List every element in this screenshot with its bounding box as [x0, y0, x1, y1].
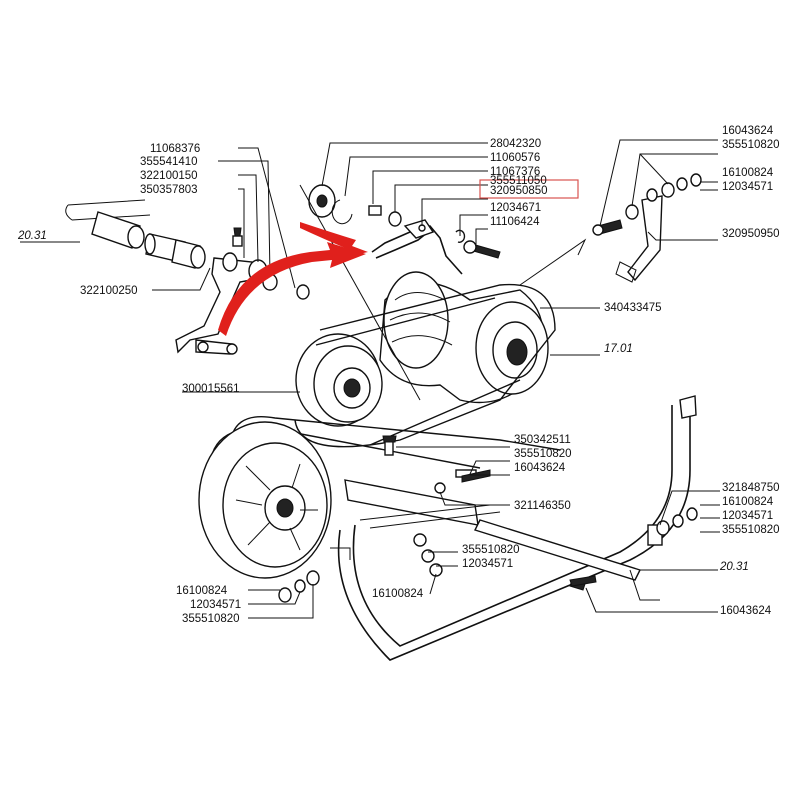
label-300015561[interactable]: 300015561: [182, 383, 240, 395]
label-355541410[interactable]: 355541410: [140, 156, 198, 168]
highlight-box: [479, 179, 579, 199]
label-16100824-right[interactable]: 16100824: [722, 496, 774, 508]
tension-wire: [299, 184, 421, 401]
label-12034671[interactable]: 12034671: [490, 202, 541, 214]
label-17-01[interactable]: 17.01: [604, 343, 633, 355]
support-plate-321146350: [344, 435, 479, 526]
screw-16043624-a: [461, 469, 491, 483]
label-12034571-right[interactable]: 12034571: [722, 510, 773, 522]
bushing-322100250: [144, 233, 206, 269]
label-20-31-left[interactable]: 20.31: [17, 230, 47, 242]
label-355510820-left[interactable]: 355510820: [182, 613, 240, 625]
label-322100250[interactable]: 322100250: [80, 285, 138, 297]
label-322100150[interactable]: 322100150: [140, 170, 198, 182]
label-16043624-mid[interactable]: 16043624: [514, 462, 566, 474]
lever-bracket: [175, 227, 268, 355]
label-355511050[interactable]: 355511050: [490, 175, 547, 187]
label-321146350[interactable]: 321146350: [514, 500, 571, 512]
label-16100824-top[interactable]: 16100824: [722, 167, 774, 179]
label-16043624-top[interactable]: 16043624: [722, 125, 774, 137]
label-16043624-bottom[interactable]: 16043624: [720, 605, 772, 617]
label-321848750[interactable]: 321848750: [722, 482, 780, 494]
bearing-28042320: [308, 184, 402, 227]
belt-guard-frame: [330, 395, 697, 661]
label-11106424[interactable]: 11106424: [490, 216, 540, 228]
washers-lower-middle: [413, 533, 443, 577]
leader-lines: [20, 139, 720, 619]
left-shaft: [65, 199, 151, 249]
label-12034571-lowmid[interactable]: 12034571: [462, 558, 513, 570]
label-320950850[interactable]: 320950850: [490, 185, 548, 197]
circlip-1: [296, 284, 310, 300]
label-11060576[interactable]: 11060576: [490, 152, 540, 164]
label-355510820-right[interactable]: 355510820: [722, 524, 780, 536]
drive-pulley: [198, 421, 332, 579]
screw-16043624-b: [569, 575, 597, 587]
double-pulley-340433475: [379, 271, 549, 404]
label-355510820-mid[interactable]: 355510820: [514, 448, 572, 460]
label-28042320[interactable]: 28042320: [490, 138, 541, 150]
label-11067376[interactable]: 11067376: [490, 166, 540, 178]
label-355510820-lowmid[interactable]: 355510820: [462, 544, 520, 556]
label-340433475[interactable]: 340433475: [604, 302, 662, 314]
washers-lower-right: [656, 507, 698, 536]
pulley-leader-wire: [519, 238, 587, 286]
label-320950950[interactable]: 320950950: [722, 228, 780, 240]
label-350342511[interactable]: 350342511: [514, 434, 571, 446]
washers-upper-right: [661, 173, 702, 198]
label-16100824-left[interactable]: 16100824: [176, 585, 228, 597]
label-12034571-left[interactable]: 12034571: [190, 599, 241, 611]
part-labels: 11068376 355541410 322100150 350357803 2…: [17, 125, 780, 625]
red-highlight-arrow: [218, 222, 368, 336]
tensioner-arm-320950850: [371, 219, 501, 275]
label-350357803[interactable]: 350357803: [140, 184, 198, 196]
bracket-320950950: [592, 188, 663, 283]
label-20-31-right[interactable]: 20.31: [719, 561, 749, 573]
label-11068376[interactable]: 11068376: [150, 143, 200, 155]
label-16100824-lowmid[interactable]: 16100824: [372, 588, 424, 600]
pulley-300015561: [295, 333, 383, 427]
label-355510820-top[interactable]: 355510820: [722, 139, 780, 151]
label-12034571-top[interactable]: 12034571: [722, 181, 773, 193]
